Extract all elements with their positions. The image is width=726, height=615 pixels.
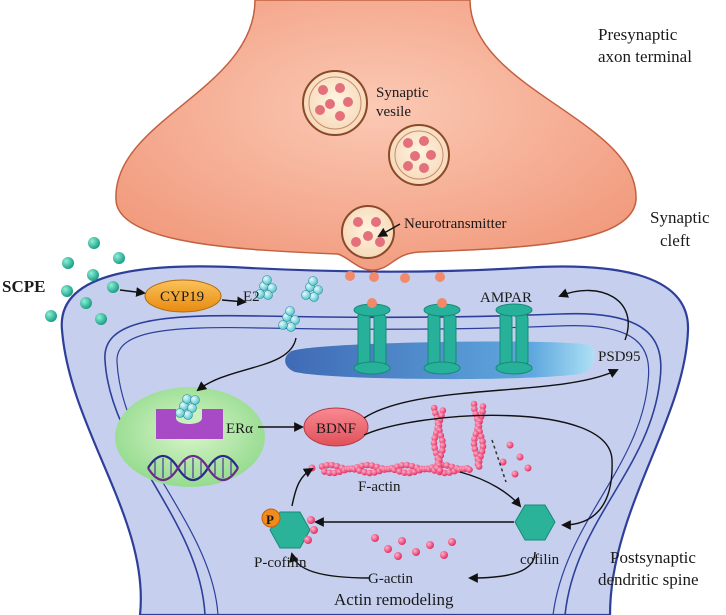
f-actin-bead: [408, 462, 416, 470]
cofilin-hexagon: [514, 504, 556, 541]
presynaptic-label: Presynaptic: [598, 25, 678, 44]
postsynaptic-label-2: dendritic spine: [598, 570, 699, 589]
er-alpha-label: ERα: [226, 421, 253, 437]
phosphate-label: P: [266, 512, 274, 527]
synaptic-vesicle-label: Synaptic: [376, 85, 429, 101]
f-actin-bead: [323, 461, 331, 469]
f-actin-bead: [471, 445, 479, 453]
severing-line: [491, 439, 507, 483]
f-actin-bead: [398, 461, 406, 469]
f-actin-bead: [321, 468, 328, 475]
f-actin-bead: [439, 447, 446, 454]
neurotransmitter-label: Neurotransmitter: [404, 216, 506, 232]
g-actin-monomers: [308, 441, 532, 560]
f-actin-bead: [477, 433, 485, 440]
scpe-particles: [45, 237, 125, 325]
f-actin-bead: [470, 440, 478, 448]
scpe-label: SCPE: [2, 277, 45, 296]
phosphate-icon: [261, 508, 281, 528]
actin-remodeling-label: Actin remodeling: [334, 590, 454, 609]
presynaptic-terminal: [115, 0, 637, 271]
e2-estradiol: [255, 275, 323, 332]
f-actin-bead: [439, 407, 447, 414]
f-actin-bead: [331, 469, 338, 477]
f-actin-label: F-actin: [358, 479, 401, 495]
f-actin-bead: [396, 468, 403, 475]
f-actin-bead: [446, 469, 453, 476]
bdnf-label: BDNF: [316, 421, 356, 437]
f-actin-bead: [431, 434, 438, 442]
f-actin-bead: [479, 408, 486, 415]
f-actin-bead: [368, 462, 376, 469]
f-actin-filaments: [318, 400, 487, 477]
f-actin-bead: [318, 463, 326, 470]
bdnf-node: [303, 407, 369, 447]
f-actin-bead: [471, 405, 478, 413]
pathway-arrows: [119, 223, 629, 583]
psd95-label: PSD95: [598, 349, 641, 365]
f-actin-bead: [478, 448, 486, 455]
ampar-label: AMPAR: [480, 290, 532, 306]
e2-label: E2: [243, 289, 260, 305]
f-actin-bead: [403, 461, 411, 469]
f-actin-bead: [431, 444, 438, 452]
synaptic-vesicle-1: [302, 70, 368, 136]
nucleus: [115, 387, 265, 487]
f-actin-bead: [430, 404, 438, 412]
f-actin-bead: [430, 439, 438, 447]
f-actin-bead: [358, 462, 366, 470]
presynaptic-label-2: axon terminal: [598, 47, 692, 66]
p-cofilin-label: P-cofilin: [254, 555, 307, 571]
f-actin-bead: [361, 468, 368, 476]
f-actin-bead: [401, 469, 408, 477]
f-actin-bead: [363, 461, 371, 469]
g-actin-label: G-actin: [368, 571, 413, 587]
ampar-receptors: [353, 303, 533, 375]
synaptic-vesicle-label-2: vesile: [376, 104, 411, 120]
f-actin-bead: [328, 461, 336, 469]
f-actin-bead: [366, 469, 373, 477]
f-actin-bead: [371, 469, 378, 476]
f-actin-bead: [479, 403, 487, 410]
synaptic-vesicle-2: [388, 124, 450, 186]
f-actin-bead: [406, 469, 413, 477]
bound-glutamate: [367, 298, 447, 308]
diagram-labels: Presynaptic axon terminal Synaptic vesil…: [2, 25, 710, 609]
dna-helix: [147, 454, 239, 482]
synaptic-cleft-label-2: cleft: [660, 231, 690, 250]
f-actin-bead: [333, 462, 341, 470]
f-actin-bead: [326, 469, 333, 477]
f-actin-bead: [439, 437, 446, 444]
f-actin-bead: [475, 463, 483, 470]
cofilin-label: cofilin: [520, 552, 560, 568]
f-actin-bead: [439, 442, 447, 449]
f-actin-bead: [472, 430, 480, 438]
synaptic-cleft-label: Synaptic: [650, 208, 710, 227]
f-actin-bead: [437, 432, 445, 439]
f-actin-bead: [436, 467, 444, 474]
f-actin-bead: [471, 435, 478, 443]
neurotransmitter-release: [345, 271, 445, 283]
f-actin-bead: [470, 400, 478, 408]
cyp19-label: CYP19: [160, 289, 204, 305]
postsynaptic-label: Postsynaptic: [610, 548, 696, 567]
f-actin-bead: [443, 462, 451, 469]
f-actin-bead: [466, 466, 473, 474]
f-actin-bead: [432, 409, 439, 417]
f-actin-bead: [479, 438, 486, 445]
f-actin-bead: [479, 443, 487, 450]
p-cofilin-hexagon: [261, 508, 318, 549]
fusing-vesicle: [341, 205, 395, 259]
